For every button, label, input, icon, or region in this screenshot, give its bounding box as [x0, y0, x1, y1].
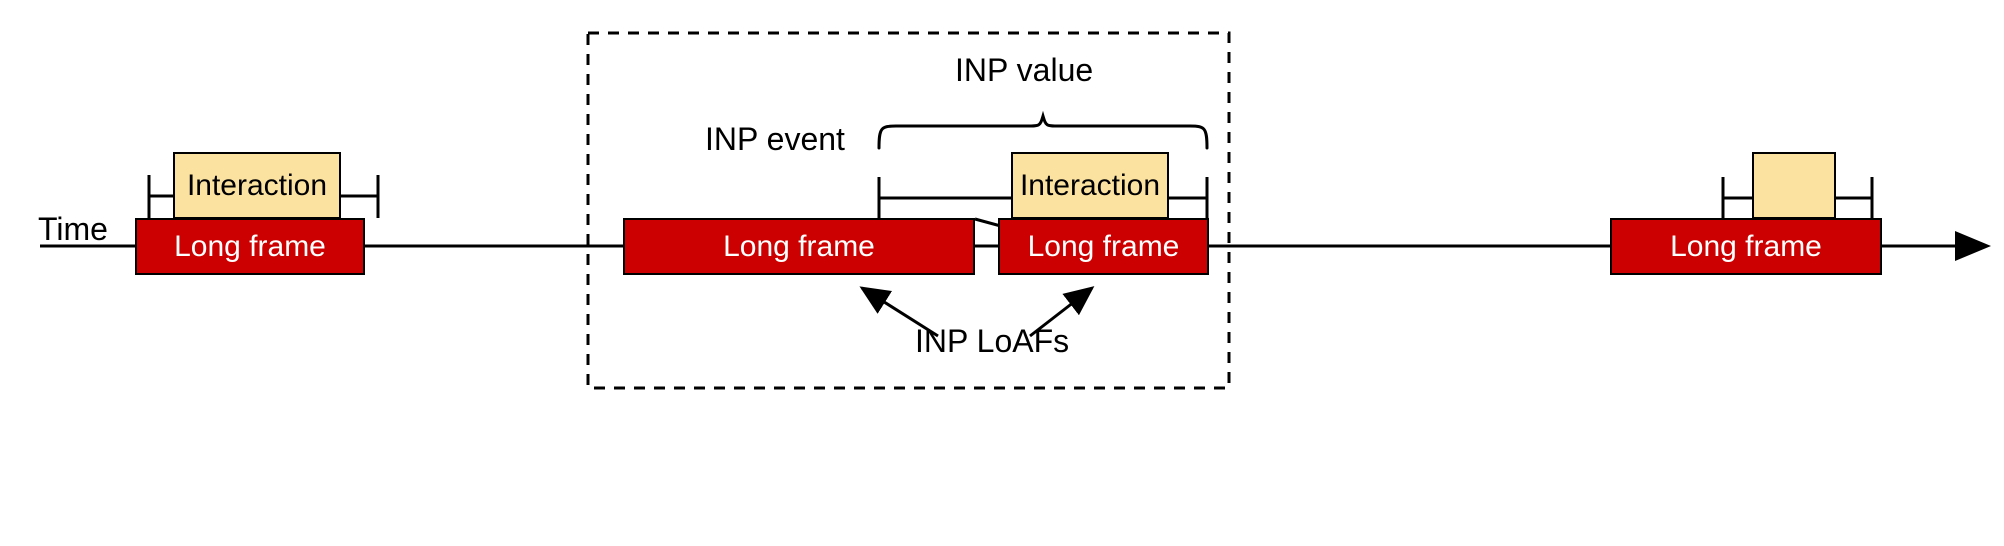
inp-loafs-arrow-left	[859, 286, 939, 338]
interaction-box-right[interactable]	[1752, 152, 1836, 219]
inp-scope-box	[586, 31, 1231, 390]
interaction-box-left[interactable]: Interaction	[173, 152, 341, 219]
right-interaction-measure	[1721, 177, 1874, 220]
long-frame-left[interactable]: Long frame	[135, 218, 365, 275]
long-frame-middle-first[interactable]: Long frame	[623, 218, 975, 275]
inp-value-label: INP value	[955, 52, 1094, 88]
inp-loafs-arrow-right	[1029, 286, 1095, 338]
inp-duration-brace	[877, 110, 1209, 150]
time-axis-label: Time	[38, 211, 108, 247]
middle-interaction-measure	[877, 177, 1209, 220]
long-frame-middle-second[interactable]: Long frame	[998, 218, 1209, 275]
inp-loafs-label: INP LoAFs	[915, 323, 1070, 359]
long-frame-right[interactable]: Long frame	[1610, 218, 1882, 275]
interaction-box-middle[interactable]: Interaction	[1011, 152, 1169, 219]
left-interaction-measure	[147, 175, 380, 218]
inp-event-label: INP event	[705, 121, 845, 157]
